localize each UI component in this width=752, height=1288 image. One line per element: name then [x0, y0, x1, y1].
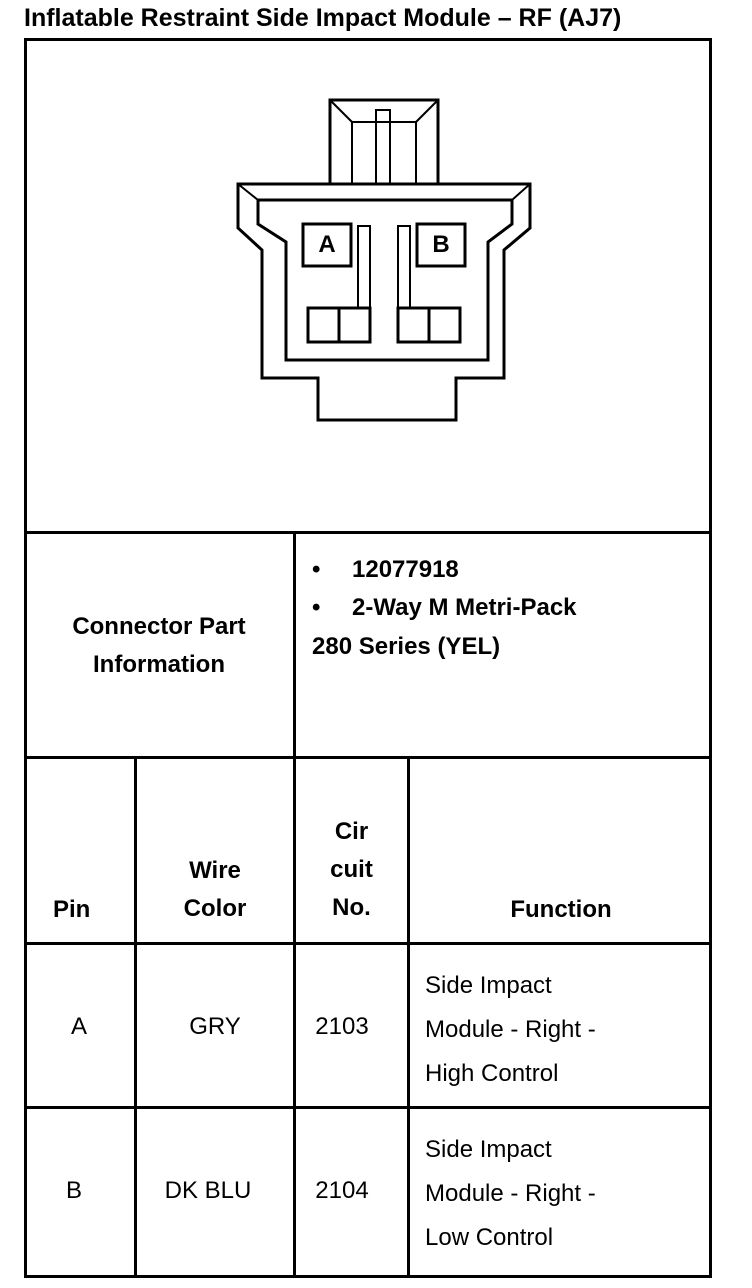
pin-b-box [415, 222, 467, 268]
part-info-label-line1: Connector Part [72, 613, 246, 640]
row-a-function: Side Impact Module - Right - High Contro… [425, 964, 596, 1096]
row-a-circuit: 2103 [315, 1013, 369, 1040]
row-b-pin: B [65, 1177, 82, 1204]
part-info-label-line2: Information [93, 651, 225, 678]
latch-tab [328, 98, 440, 186]
row-a-pin: A [70, 1013, 87, 1040]
page-title: Inflatable Restraint Side Impact Module … [24, 4, 622, 32]
pin-label-a: A [318, 231, 336, 258]
col-divider-3 [407, 756, 410, 1278]
col-divider-1 [134, 756, 137, 1278]
header-circuit-line2: cuit [330, 856, 373, 883]
pin-label-b: B [432, 231, 450, 258]
header-circuit: Cir cuit No. [296, 813, 407, 927]
row-b-function-line2: Module - Right - [425, 1180, 596, 1207]
row-a-wire: GRY [189, 1013, 241, 1040]
connector-series: 280 Series (YEL) [312, 633, 501, 660]
divider-header [24, 942, 712, 945]
row-b-function-line1: Side Impact [425, 1136, 552, 1163]
header-circuit-line3: No. [332, 894, 371, 921]
bullet-1: • [312, 556, 321, 583]
col-divider-partinfo [293, 531, 296, 759]
part-number: 12077918 [352, 556, 459, 583]
header-wire-line1: Wire [189, 857, 241, 884]
divider-connector [24, 531, 712, 534]
part-info-label: Connector Part Information [24, 608, 294, 684]
header-wire-line2: Color [183, 895, 247, 922]
document-frame [24, 38, 712, 1278]
row-b-function-line3: Low Control [425, 1224, 554, 1251]
pin-a-box [301, 222, 353, 268]
row-a-function-line3: High Control [425, 1060, 559, 1087]
divider-row-a [24, 1106, 712, 1109]
header-pin: Pin [53, 896, 91, 923]
row-a-function-line2: Module - Right - [425, 1016, 596, 1043]
divider-partinfo [24, 756, 712, 759]
connector-diagram [236, 98, 532, 422]
row-b-function: Side Impact Module - Right - Low Control [425, 1128, 596, 1260]
col-divider-2 [293, 756, 296, 1278]
header-circuit-line1: Cir [334, 818, 369, 845]
header-function: Function [510, 896, 612, 923]
row-a-function-line1: Side Impact [425, 972, 552, 999]
bullet-2: • [312, 594, 321, 621]
connector-housing [236, 182, 532, 422]
connector-type: 2-Way M Metri-Pack [352, 594, 577, 621]
row-b-wire: DK BLU [164, 1177, 252, 1204]
header-wire-color: Wire Color [137, 852, 293, 928]
row-b-circuit: 2104 [315, 1177, 369, 1204]
